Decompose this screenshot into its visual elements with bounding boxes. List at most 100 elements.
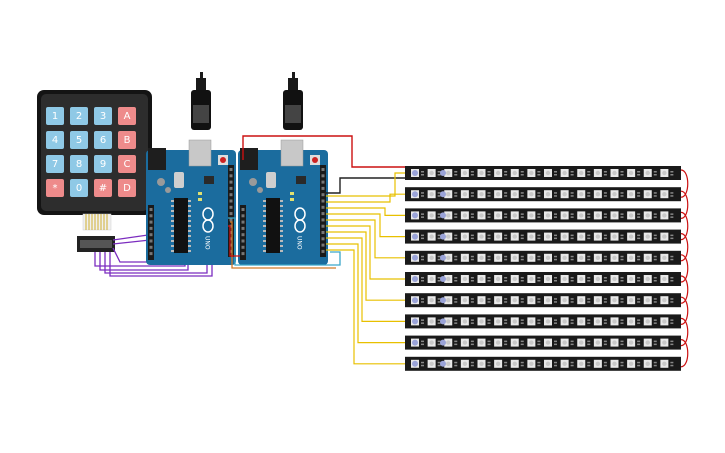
header-pin[interactable] <box>149 239 153 243</box>
led-pixel-lens <box>579 298 584 303</box>
key-6[interactable]: 6 <box>94 131 112 149</box>
header-pin[interactable] <box>149 233 153 237</box>
led-pixel-lens <box>446 276 451 282</box>
key-8[interactable]: 8 <box>70 155 88 173</box>
resistor <box>520 237 524 240</box>
header-pin[interactable] <box>321 249 325 253</box>
board-link-wires <box>228 217 341 269</box>
key-0[interactable]: 0 <box>70 179 88 197</box>
led-pixel-lens <box>529 255 534 260</box>
header-pin[interactable] <box>149 214 153 218</box>
chip-pin <box>188 205 191 207</box>
header-pin[interactable] <box>321 237 325 241</box>
header-pin[interactable] <box>229 218 233 222</box>
header-pin[interactable] <box>241 252 245 256</box>
header-pin[interactable] <box>229 168 233 171</box>
resistor <box>603 301 607 303</box>
led-pixel-lens <box>429 192 434 197</box>
led-pixel-lens <box>479 192 484 197</box>
resistor <box>421 237 424 240</box>
header-pin[interactable] <box>229 193 233 197</box>
header-pin[interactable] <box>241 233 245 237</box>
led-strip <box>405 166 681 180</box>
key-c[interactable]: C <box>118 155 136 173</box>
header-pin[interactable] <box>229 224 233 228</box>
header-pin[interactable] <box>321 186 325 190</box>
header-pin[interactable] <box>229 243 233 247</box>
header-pin[interactable] <box>149 226 153 230</box>
header-pin[interactable] <box>321 218 325 222</box>
key-hash[interactable]: # <box>94 179 112 197</box>
header-pin[interactable] <box>149 245 153 249</box>
led-pixel-lens <box>612 213 617 218</box>
power-wires <box>242 135 405 194</box>
header-pin[interactable] <box>229 212 233 216</box>
led-pixel-lens <box>595 276 601 282</box>
key-star[interactable]: * <box>46 179 64 197</box>
header-pin[interactable] <box>241 208 245 211</box>
led-pixel-lens <box>662 361 667 366</box>
status-led <box>198 198 202 201</box>
header-pin[interactable] <box>229 186 233 190</box>
input-pixel-marker <box>440 191 446 198</box>
header-pin[interactable] <box>321 168 325 171</box>
header-pin[interactable] <box>229 249 233 253</box>
header-pin[interactable] <box>241 220 245 224</box>
resistor <box>603 298 607 300</box>
header-pin[interactable] <box>229 205 233 209</box>
resistor <box>570 258 574 261</box>
header-pin[interactable] <box>321 231 325 234</box>
header-pin[interactable] <box>321 174 325 178</box>
resistor <box>587 237 591 240</box>
header-pin[interactable] <box>229 174 233 178</box>
key-7[interactable]: 7 <box>46 155 64 173</box>
header-pin[interactable] <box>321 193 325 197</box>
header-pin[interactable] <box>321 199 325 203</box>
resistor <box>637 361 641 364</box>
header-pin[interactable] <box>149 220 153 224</box>
key-3[interactable]: 3 <box>94 107 112 125</box>
resistor <box>637 343 641 346</box>
key-2[interactable]: 2 <box>70 107 88 125</box>
key-d[interactable]: D <box>118 179 136 197</box>
resistor <box>570 171 574 173</box>
key-1[interactable]: 1 <box>46 107 64 125</box>
resistor <box>620 343 624 346</box>
header-pin[interactable] <box>321 205 325 209</box>
chip-pin <box>171 215 174 217</box>
key-4[interactable]: 4 <box>46 131 64 149</box>
header-pin[interactable] <box>321 212 325 216</box>
key-b[interactable]: B <box>118 131 136 149</box>
resistor <box>454 192 458 194</box>
header-pin[interactable] <box>229 231 233 234</box>
resistor <box>421 364 424 367</box>
led-pixel-lens <box>662 234 667 239</box>
header-pin[interactable] <box>241 226 245 230</box>
key-9[interactable]: 9 <box>94 155 112 173</box>
header-pin[interactable] <box>229 237 233 241</box>
led-pixel-lens <box>512 234 517 239</box>
led-pixel-lens <box>562 213 567 218</box>
chip-pin <box>171 225 174 227</box>
input-pixel-marker <box>412 191 418 198</box>
header-pin[interactable] <box>229 199 233 203</box>
header-pin[interactable] <box>149 252 153 256</box>
header-pin[interactable] <box>241 214 245 218</box>
resistor <box>520 174 524 176</box>
header-pin[interactable] <box>241 239 245 243</box>
key-a[interactable]: A <box>118 107 136 125</box>
resistor <box>537 298 541 300</box>
chip-pin <box>280 225 283 227</box>
resistor <box>487 213 491 215</box>
header-pin[interactable] <box>321 180 325 184</box>
board-label: UNO <box>204 236 211 250</box>
header-pin[interactable] <box>229 180 233 184</box>
resistor <box>670 364 674 367</box>
led-pixel-lens <box>512 340 517 345</box>
header-pin[interactable] <box>321 243 325 247</box>
resistor <box>603 171 607 173</box>
header-pin[interactable] <box>149 208 153 211</box>
header-pin[interactable] <box>241 245 245 249</box>
header-pin[interactable] <box>321 224 325 228</box>
key-5[interactable]: 5 <box>70 131 88 149</box>
